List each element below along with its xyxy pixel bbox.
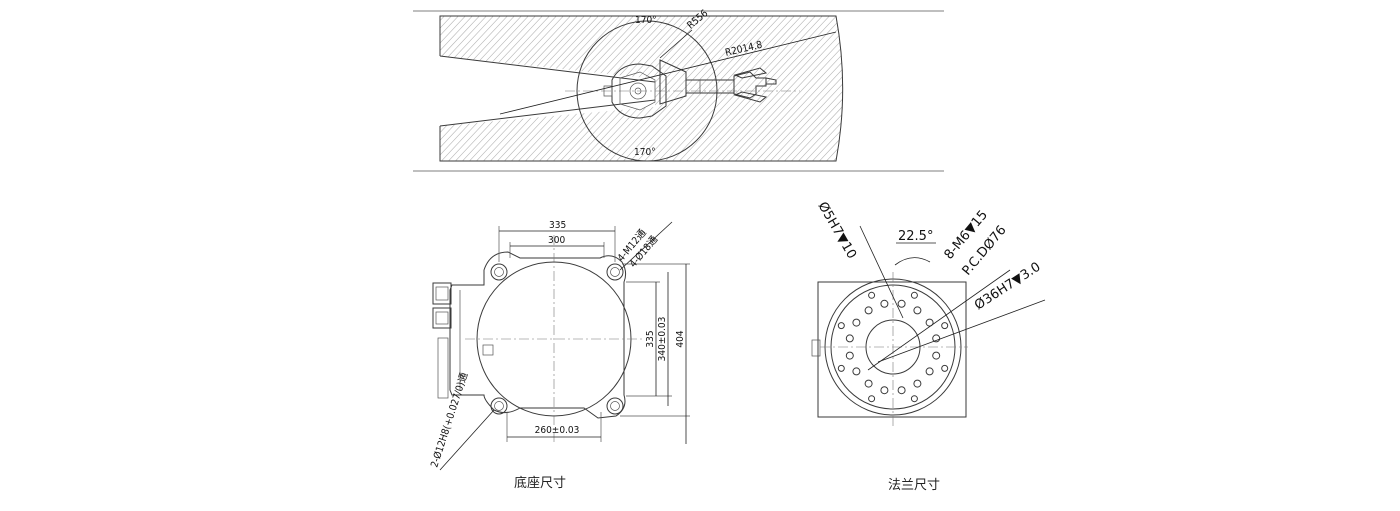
base-dimension-view: 335 300 335 340±0.03 404 260±0.03 4-M12通… — [428, 220, 690, 491]
flange-hole — [897, 299, 906, 308]
mounting-hole-bottom-right — [606, 397, 624, 415]
flange-hole — [864, 306, 873, 315]
angle-top-label: 170° — [635, 15, 657, 26]
flange-hole — [845, 334, 854, 343]
flange-hole — [941, 322, 949, 330]
flange-bolt-holes — [837, 291, 949, 403]
flange-hole — [868, 291, 876, 299]
cable-plate — [437, 337, 449, 399]
thread-leader — [619, 221, 673, 271]
flange-hole — [897, 386, 906, 395]
flange-hole — [880, 299, 889, 308]
dim-height-pitch: 340±0.03 — [657, 317, 668, 362]
flange-hole — [864, 379, 873, 388]
flange-hole — [932, 351, 941, 360]
flange-hole — [910, 291, 918, 299]
flange-caption: 法兰尺寸 — [888, 478, 940, 493]
bore-leader — [877, 299, 1046, 363]
flange-hole — [913, 379, 922, 388]
angle-label: 22.5° — [898, 229, 933, 244]
flange-hole — [852, 367, 861, 376]
mounting-hole-bottom-left — [490, 397, 508, 415]
envelope-upper-limit-line — [439, 55, 656, 83]
flange-hole — [925, 367, 934, 376]
flange-hole — [941, 364, 949, 372]
pin-hole-leader — [439, 409, 495, 471]
top-view-work-envelope: 170° 170° R556 R2014.8 — [413, 8, 944, 172]
r556-leader — [659, 29, 693, 59]
flange-dimension-view: Ø5H7▼10 22.5° 8-M6▼15 P.C.DØ76 Ø36H7▼3.0… — [811, 200, 1046, 493]
base-outline — [449, 251, 627, 419]
pin-leader — [859, 225, 904, 319]
envelope-lower-limit-line — [439, 99, 656, 127]
pin-slot — [482, 344, 494, 356]
flange-hole — [925, 318, 934, 327]
dim-width-outer: 335 — [549, 220, 566, 231]
radius-outer-label: R2014.8 — [724, 40, 763, 59]
flange-housing — [817, 281, 967, 418]
dim-width-inner: 300 — [548, 235, 565, 246]
flange-hole — [932, 334, 941, 343]
robot-arm-plan-view — [603, 59, 777, 119]
bore-note: Ø36H7▼3.0 — [972, 260, 1043, 314]
flange-hole — [910, 395, 918, 403]
connector-lower — [432, 307, 452, 329]
dim-height-outer: 335 — [645, 330, 656, 347]
flange-hole — [868, 395, 876, 403]
r2014-leader — [499, 31, 837, 115]
flange-hole — [852, 318, 861, 327]
connector-upper — [432, 282, 452, 305]
mounting-hole-top-right — [606, 263, 624, 281]
flange-side-tab — [811, 339, 821, 357]
pcd-leader — [867, 269, 1011, 371]
angle-arc — [894, 257, 931, 266]
dim-bottom-pitch: 260±0.03 — [535, 425, 580, 436]
pin-hole-note: 2-Ø12H8(+0.027/0)通 — [428, 371, 470, 469]
angle-bottom-label: 170° — [634, 147, 656, 158]
envelope-hatching — [440, 16, 843, 161]
envelope-outline — [439, 15, 844, 162]
mounting-hole-top-left — [490, 263, 508, 281]
flange-hole — [837, 364, 845, 372]
base-caption: 底座尺寸 — [514, 475, 566, 491]
flange-hole — [880, 386, 889, 395]
pin-note: Ø5H7▼10 — [815, 200, 860, 262]
dim-height-total: 404 — [675, 330, 686, 347]
flange-hole — [837, 322, 845, 330]
flange-hole — [913, 306, 922, 315]
flange-hole — [845, 351, 854, 360]
